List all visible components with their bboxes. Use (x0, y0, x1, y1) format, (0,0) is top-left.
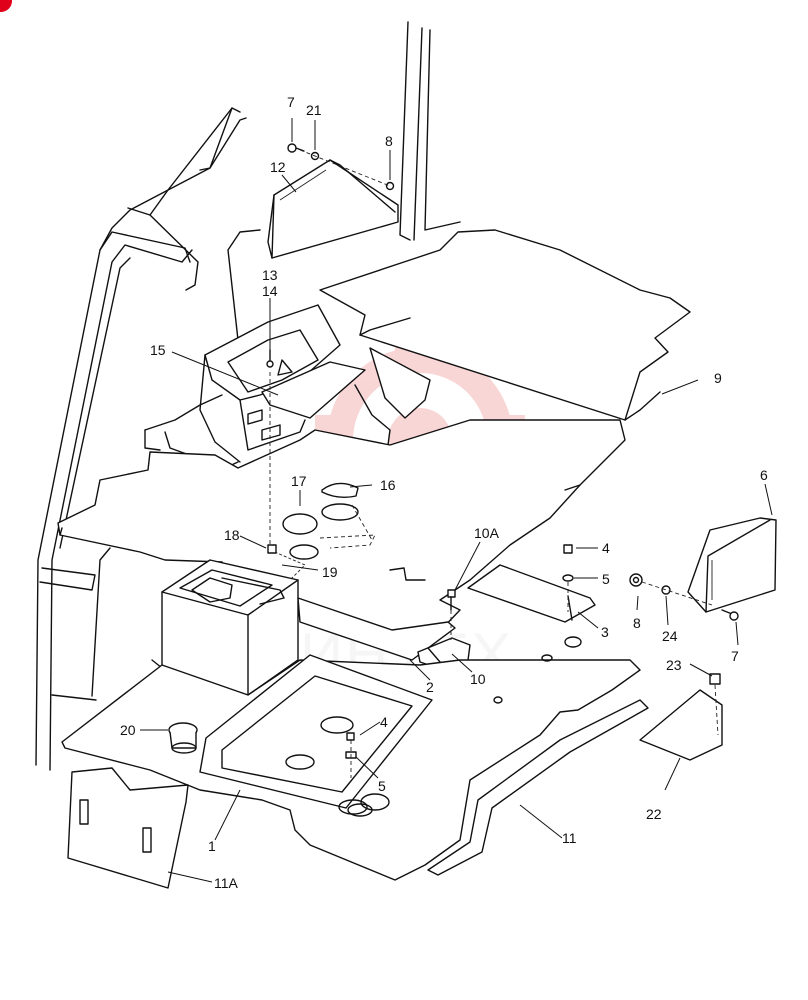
callout-18: 18 (224, 527, 240, 543)
callout-labels: 7 21 8 12 13 14 15 9 6 17 16 18 19 10A 4… (120, 94, 768, 891)
callout-11a: 11A (214, 875, 239, 891)
bolt-7-right (721, 609, 739, 621)
cab-frame (35, 21, 461, 771)
callout-24: 24 (662, 628, 678, 644)
callout-10a: 10A (474, 525, 500, 541)
cover-11a (67, 767, 189, 889)
callout-11: 11 (562, 830, 577, 846)
callout-6: 6 (760, 467, 768, 483)
callout-10: 10 (470, 671, 486, 687)
plate-22 (639, 689, 723, 761)
callout-1: 1 (208, 838, 216, 854)
callout-7-top: 7 (287, 94, 295, 110)
leader-lines (140, 118, 773, 883)
callout-12: 12 (270, 159, 286, 175)
dashboard-console (199, 304, 431, 463)
callout-19: 19 (322, 564, 338, 580)
callout-17: 17 (291, 473, 307, 489)
bolt-4-right (563, 544, 573, 554)
callout-20: 20 (120, 722, 136, 738)
nut-8-top (385, 181, 395, 191)
bolt-10a (447, 589, 456, 611)
callout-15: 15 (150, 342, 166, 358)
plate-3 (467, 564, 596, 623)
seat-box (151, 559, 299, 696)
knob-20 (168, 722, 198, 754)
callout-14: 14 (262, 283, 278, 299)
cover-17 (282, 513, 318, 535)
callout-3: 3 (601, 624, 609, 640)
callout-4-bottom: 4 (380, 714, 388, 730)
callout-21: 21 (306, 102, 322, 118)
bolt-23 (709, 673, 721, 685)
callout-2: 2 (426, 679, 434, 695)
floor-plate-9 (319, 229, 691, 421)
screw-13 (266, 349, 274, 368)
bracket-6 (687, 517, 777, 613)
callout-23: 23 (666, 657, 682, 673)
washer-24 (661, 585, 671, 595)
screw-18 (267, 544, 277, 554)
callout-22: 22 (646, 806, 662, 822)
cover-16 (321, 482, 359, 499)
callout-7-right: 7 (731, 648, 739, 664)
bolt-4-bottom (346, 732, 355, 741)
bolt-7-top (287, 143, 305, 153)
callout-16: 16 (380, 477, 396, 493)
bracket-12 (267, 159, 399, 259)
callout-5-bottom: 5 (378, 778, 386, 794)
panel-2 (297, 597, 456, 661)
callout-8-right: 8 (633, 615, 641, 631)
callout-4-right: 4 (602, 540, 610, 556)
fasteners (266, 143, 739, 778)
washer-5-right (562, 574, 574, 582)
nut-8-right (629, 573, 643, 587)
callout-13: 13 (262, 267, 278, 283)
callout-9: 9 (714, 370, 722, 386)
callout-5-right: 5 (602, 571, 610, 587)
callout-8-top: 8 (385, 133, 393, 149)
plate-1 (199, 654, 433, 815)
